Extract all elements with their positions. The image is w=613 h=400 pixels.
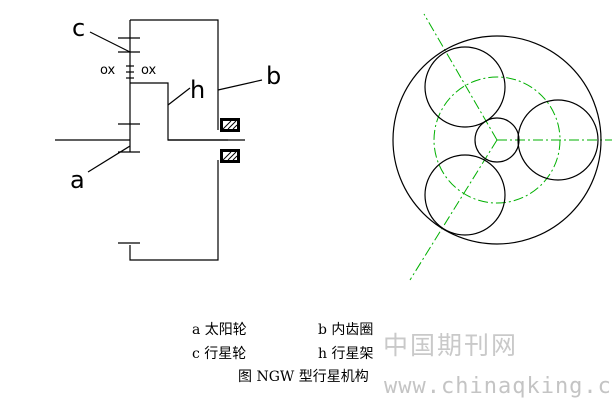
carrier-arm [130,82,228,141]
leader-c [89,31,131,53]
label-h: h [190,76,206,104]
legend-b: b 内齿圈 [318,322,374,338]
leader-b [217,79,263,91]
label-a: a [70,166,85,194]
planet-gear-circle-2 [517,99,599,181]
ring-gear-circle [392,35,602,245]
label-c: c [72,14,86,42]
planet-gear-circle-1 [424,46,506,128]
mechanism-schematic [55,19,245,261]
centerlines [409,13,612,281]
centerline-radial-3 [409,139,498,281]
legend-h: h 行星架 [318,346,374,362]
leader-lines [87,31,263,173]
label-b: b [266,62,282,90]
leader-h [167,87,191,106]
ring-gear-outline [130,19,219,130]
gear-top-view [392,13,612,281]
leader-a [87,145,131,173]
figure-caption: 图 NGW 型行星机构 [238,369,369,385]
centerline-radial-1 [423,13,498,141]
ring-gear-outline-lower [129,160,219,261]
watermark-chinese: 中国期刊网 [383,331,519,360]
watermark-url: www.chinaqking.com [384,374,613,399]
sun-gear-circle [474,117,520,163]
planet-gear-circle-3 [424,154,506,236]
legend-c: c 行星轮 [192,346,247,362]
bearing-mark-1: ox [100,63,116,78]
bearings [220,118,240,163]
bearing-mark-2: ox [141,63,157,78]
legend-a: a 太阳轮 [192,322,247,338]
